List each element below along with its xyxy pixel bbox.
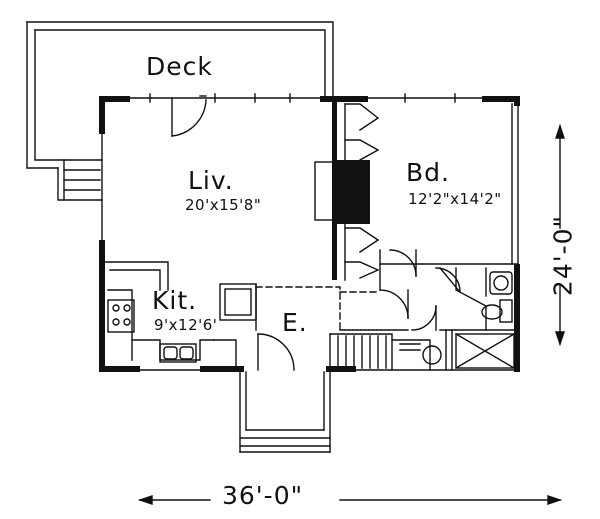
living-room-label: Liv. <box>188 166 234 195</box>
window-ticks <box>149 93 456 103</box>
wall-blocks <box>99 96 520 372</box>
entry-label: E. <box>282 308 308 337</box>
deck-label: Deck <box>146 52 213 81</box>
width-dimension-label: 36'-0" <box>222 481 304 510</box>
living-door <box>171 95 207 137</box>
entry-door <box>257 333 295 371</box>
kitchen-size: 9'x12'6' <box>154 316 218 334</box>
kitchen-counters <box>101 261 257 371</box>
bedroom-closet <box>344 103 379 281</box>
fireplace <box>314 161 338 221</box>
bedroom-label: Bd. <box>406 158 450 187</box>
dimension-width <box>137 495 563 505</box>
deck-outline <box>26 21 334 201</box>
kitchen-label: Kit. <box>152 286 198 315</box>
living-room-size: 20'x15'8" <box>185 196 262 214</box>
stairs <box>329 289 453 371</box>
depth-dimension-label: 24'-0" <box>548 214 578 297</box>
dimension-depth <box>555 123 565 347</box>
front-porch <box>239 371 331 453</box>
bath-walls <box>379 249 519 369</box>
bedroom-size: 12'2"x14'2" <box>408 190 502 208</box>
entry-dashed <box>255 286 381 331</box>
